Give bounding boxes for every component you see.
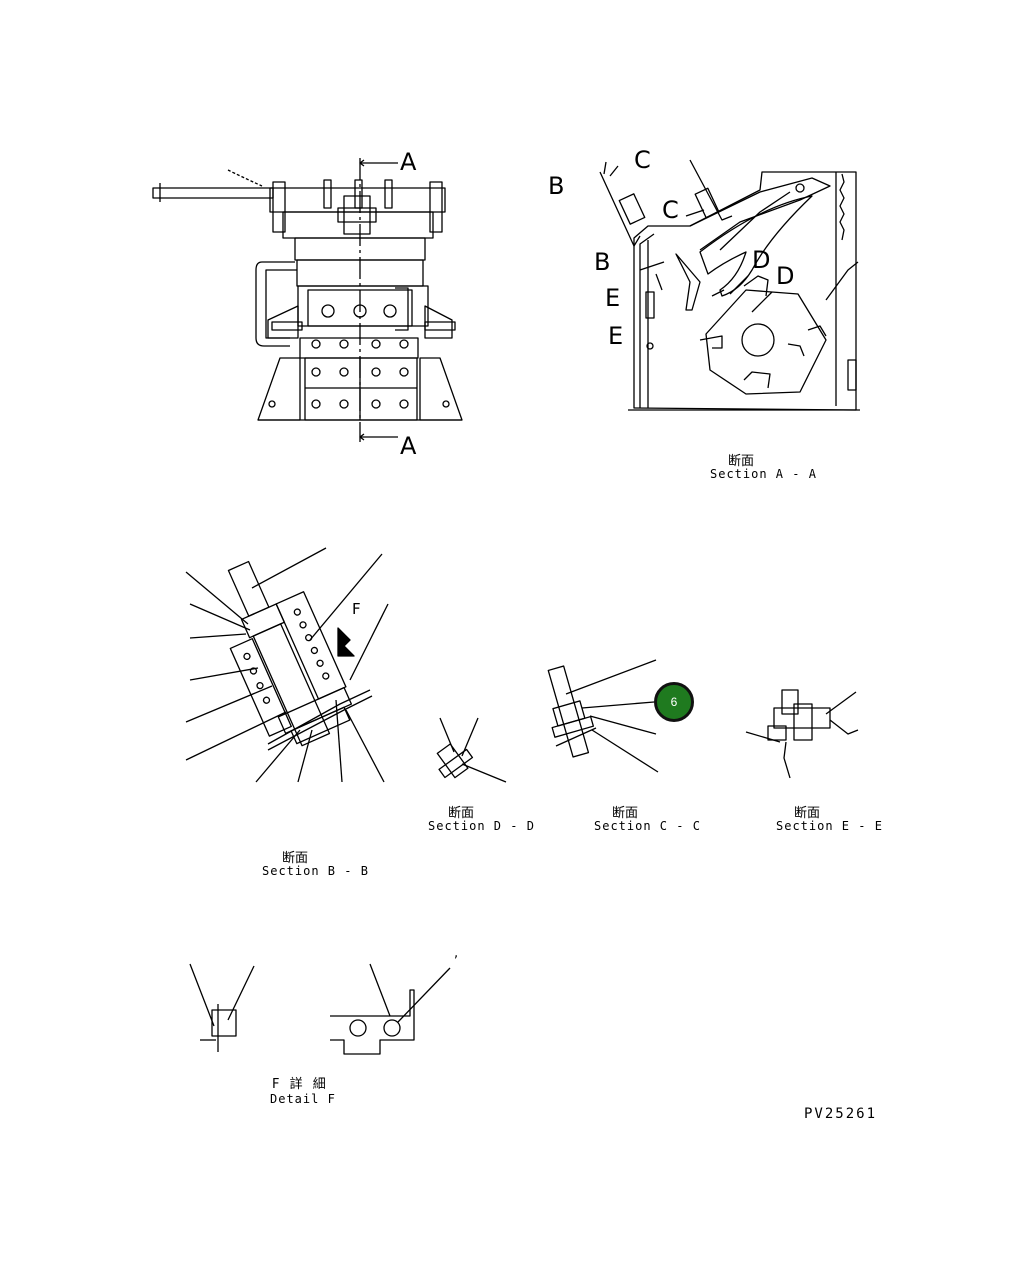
section-dd-title: Section D - D [428, 819, 535, 833]
detail-f-comma-mark: , [454, 946, 459, 961]
section-aa-view [599, 159, 860, 411]
section-ee-view [745, 689, 859, 779]
section-bb-title: Section B - B [262, 864, 369, 878]
detail-f-title-jp: F 詳 細 [272, 1077, 329, 1092]
section-mark-c-2: C [662, 196, 679, 224]
section-ee-title-jp: 断面 [794, 806, 821, 821]
section-cc-title-jp: 断面 [612, 806, 639, 821]
cut-label-a-top: A [400, 148, 417, 176]
detail-f-view [189, 963, 451, 1055]
section-mark-c-1: C [634, 146, 651, 174]
cut-label-a-bottom: A [400, 432, 417, 460]
section-mark-d-2: D [776, 262, 795, 290]
section-dd-view [436, 717, 507, 783]
section-mark-e-2: E [608, 322, 624, 350]
section-dd-title-jp: 断面 [448, 806, 475, 821]
section-aa-title-jp: 断面 [728, 454, 755, 469]
section-mark-e-1: E [605, 284, 621, 312]
section-cc-view [547, 659, 659, 773]
section-bb-view [185, 547, 389, 783]
detail-f-title: Detail F [270, 1092, 336, 1106]
drawing-number: PV25261 [804, 1106, 878, 1122]
detail-f-arrow-label: F [352, 600, 361, 618]
part-callout-6[interactable]: 6 [654, 682, 694, 722]
section-aa-title: Section A - A [710, 467, 817, 481]
front-view [152, 158, 463, 442]
section-mark-d-1: D [752, 246, 771, 274]
section-mark-b-2: B [594, 248, 611, 276]
section-bb-title-jp: 断面 [282, 851, 309, 866]
section-cc-title: Section C - C [594, 819, 701, 833]
section-ee-title: Section E - E [776, 819, 883, 833]
section-mark-b-1: B [548, 172, 565, 200]
